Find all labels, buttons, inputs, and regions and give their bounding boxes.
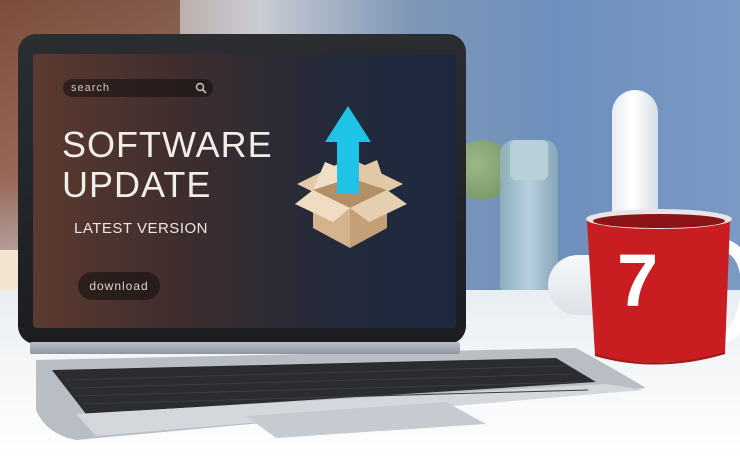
download-button[interactable]: download xyxy=(78,272,160,300)
upload-arrow-icon xyxy=(325,106,371,194)
search-placeholder: search xyxy=(71,82,111,94)
search-icon[interactable] xyxy=(195,82,207,94)
open-box-icon xyxy=(295,106,407,248)
mug-number: 7 xyxy=(617,239,659,322)
search-input[interactable]: search xyxy=(63,79,213,97)
title-line-1: SOFTWARE xyxy=(62,124,273,165)
desk-lamp xyxy=(612,90,658,230)
subtitle: LATEST VERSION xyxy=(74,220,208,237)
laptop-base xyxy=(36,348,646,440)
red-mug xyxy=(586,209,740,365)
laptop-hinge xyxy=(30,342,460,354)
title-line-2: UPDATE xyxy=(62,164,212,205)
toy-robot-head xyxy=(510,140,548,180)
laptop-screen: search SOFTWARE UPDATE LATEST VERSION do… xyxy=(33,54,456,328)
